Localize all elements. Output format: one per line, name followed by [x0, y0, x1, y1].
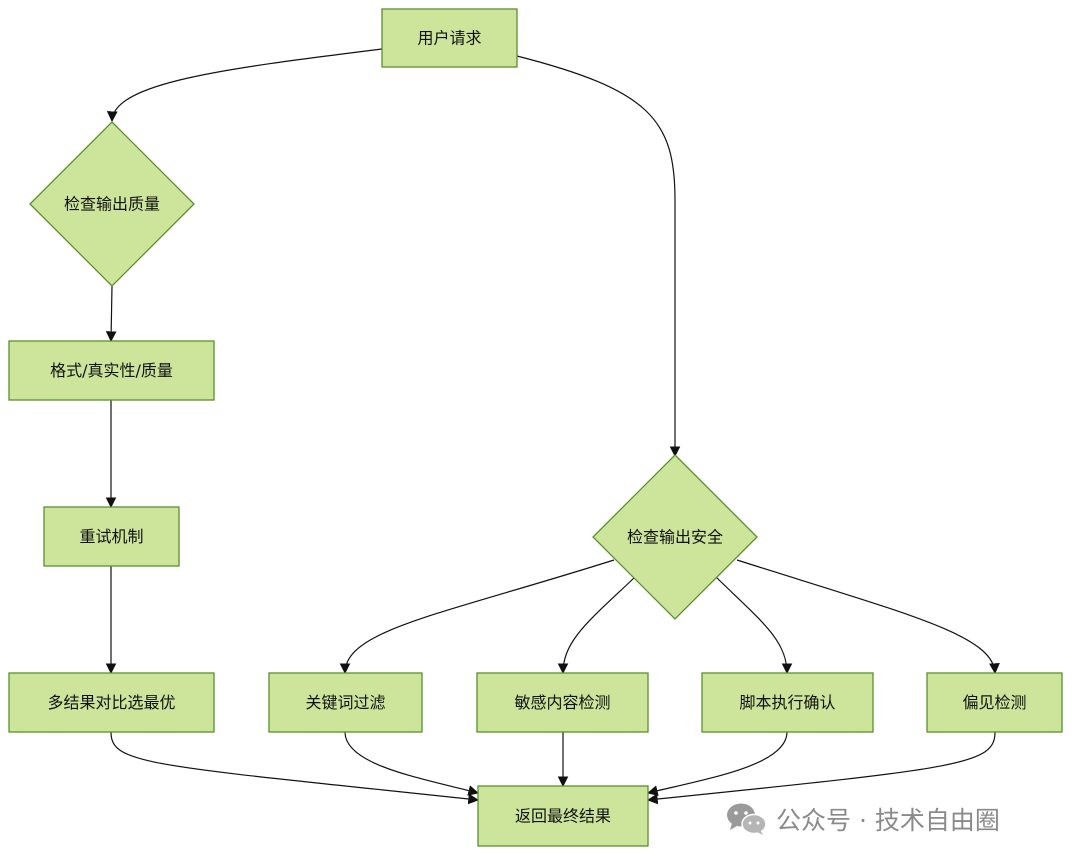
node-keyword-filter-label: 关键词过滤: [305, 693, 385, 712]
node-check-quality: 检查输出质量: [29, 121, 195, 287]
node-final-result-label: 返回最终结果: [515, 807, 611, 826]
edge-multi-compare-to-final: [110, 731, 480, 805]
node-keyword-filter: 关键词过滤: [268, 672, 423, 733]
node-retry-label: 重试机制: [79, 527, 143, 546]
edges: [105, 48, 1000, 805]
edge-bias-detect-to-final: [646, 731, 996, 805]
node-check-quality-label: 检查输出质量: [64, 195, 160, 214]
node-format-truth-quality-label: 格式/真实性/质量: [50, 361, 173, 380]
node-script-confirm: 脚本执行确认: [701, 672, 874, 733]
node-user-request-label: 用户请求: [417, 29, 481, 48]
node-check-security: 检查输出安全: [592, 454, 758, 620]
watermark-text: 公众号 · 技术自由圈: [776, 806, 1000, 835]
edge-check-security-to-keyword-filter: [339, 559, 615, 675]
wechat-icon: [726, 802, 768, 836]
node-final-result: 返回最终结果: [477, 785, 649, 847]
edge-user-request-to-check-security: [516, 55, 681, 458]
node-sensitive-detect: 敏感内容检测: [476, 672, 649, 733]
node-check-security-label: 检查输出安全: [627, 528, 723, 547]
watermark: 公众号 · 技术自由圈: [726, 800, 1000, 838]
edge-check-security-to-bias-detect: [736, 559, 1000, 675]
edge-keyword-filter-to-final: [344, 731, 480, 796]
node-multi-compare: 多结果对比选最优: [8, 672, 215, 733]
node-retry: 重试机制: [43, 506, 180, 567]
node-bias-detect-label: 偏见检测: [962, 693, 1026, 712]
edge-user-request-to-check-quality: [106, 48, 383, 123]
edge-check-security-to-sensitive-detect: [557, 576, 636, 675]
edge-check-quality-to-format: [105, 285, 117, 343]
edge-script-confirm-to-final: [646, 731, 788, 796]
node-sensitive-detect-label: 敏感内容检测: [514, 693, 610, 712]
node-bias-detect: 偏见检测: [926, 672, 1063, 733]
node-script-confirm-label: 脚本执行确认: [739, 693, 835, 712]
edge-check-security-to-script-confirm: [715, 576, 793, 675]
node-multi-compare-label: 多结果对比选最优: [47, 693, 175, 712]
node-user-request: 用户请求: [381, 8, 518, 68]
node-format-truth-quality: 格式/真实性/质量: [8, 340, 215, 401]
